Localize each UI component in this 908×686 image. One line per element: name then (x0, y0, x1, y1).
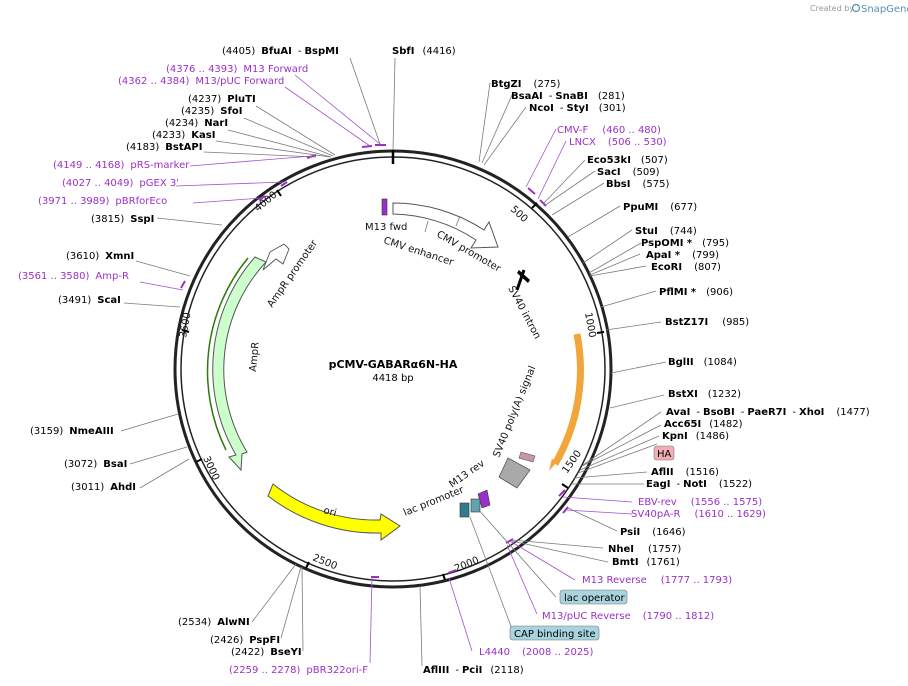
badge-ha[interactable]: HA (653, 445, 675, 461)
label-psii: PsiI(1646) (620, 527, 686, 538)
label-bsai: (3072)BsaI (64, 459, 127, 470)
feature-ampr-outline (206, 257, 249, 451)
plasmid-name: pCMV-GABARα6N-HA (329, 358, 458, 371)
credit-prefix: Created by (810, 4, 854, 13)
label-amp-r: (3561 .. 3580)Amp-R (18, 271, 129, 282)
label-pflmi: PflMI *(906) (659, 287, 733, 298)
feature-cmv-divider-2 (455, 215, 461, 227)
feature-cmv-divider (424, 220, 429, 233)
feature-m13-fwd-label: M13 fwd (365, 222, 407, 233)
leader-lines (120, 57, 667, 667)
label-apai: ApaI *(799) (646, 250, 719, 261)
svg-text:lac operator: lac operator (564, 593, 625, 604)
label-aflii: AflII(1516) (651, 467, 719, 478)
feature-ampr-promoter[interactable] (262, 243, 290, 271)
label-ahdi: (3011)AhdI (71, 482, 136, 493)
label-afliii-pcii: AflIII-PciI(2118) (423, 665, 524, 676)
feature-insert[interactable] (551, 333, 584, 466)
badge-cap-binding-site[interactable]: CAP binding site (509, 625, 600, 641)
label-lncx: LNCX(506 .. 530) (569, 137, 667, 148)
label-pspomi: PspOMI *(795) (641, 238, 729, 249)
tick-1000: 1000 (582, 312, 597, 339)
label-ppumi: PpuMI(677) (623, 202, 697, 213)
credit-brand: SnapGene (861, 4, 908, 15)
feature-ori-label: ori (322, 505, 337, 519)
label-acc65i: Acc65I(1482) (664, 419, 743, 430)
label-sfoi: (4235)SfoI (181, 106, 242, 117)
label-bstapi: (4183)BstAPI (126, 142, 202, 153)
tick-500: 500 (508, 204, 530, 225)
label-bbsi: BbsI(575) (606, 179, 669, 190)
badge-lac-operator[interactable]: lac operator (559, 589, 628, 605)
label-sbfi: SbfI(4416) (392, 46, 456, 57)
feature-sv40-polya-label: SV40 poly(A) signal (492, 364, 539, 459)
feature-ampr-promoter-label: AmpR promoter (265, 238, 320, 310)
label-pbrforeco: (3971 .. 3989)pBRforEco (38, 196, 167, 207)
label-pbr322ori-f: (2259 .. 2278)pBR322ori-F (229, 665, 368, 676)
svg-text:HA: HA (657, 449, 672, 460)
label-sspi: (3815)SspI (91, 214, 154, 225)
label-kasi: (4233)KasI (152, 130, 215, 141)
svg-text:CAP binding site: CAP binding site (514, 629, 596, 640)
feature-m13-rev[interactable] (477, 489, 491, 509)
feature-ori[interactable] (267, 483, 401, 541)
label-l4440: L4440(2008 .. 2025) (479, 647, 594, 658)
feature-m13-fwd[interactable] (381, 198, 388, 216)
label-alwni: (2534)AlwNI (178, 617, 250, 628)
feature-sv40-intron-bar (515, 269, 526, 291)
label-nhei: NheI(1757) (608, 544, 681, 555)
label-bfuai-bspmi: (4405)BfuAI-BspMI (222, 46, 339, 57)
label-ecori: EcoRI(807) (651, 262, 721, 273)
feature-ampr-label: AmpR (248, 341, 262, 372)
feature-lac-operator[interactable] (470, 498, 481, 513)
label-bsaai-snabi: BsaAI-SnaBI(281) (511, 91, 625, 102)
label-m13-puc-reverse: M13/pUC Reverse(1790 .. 1812) (542, 611, 714, 622)
feature-insert-arrowhead (549, 458, 555, 471)
label-ncoi-styi: NcoI-StyI(301) (529, 103, 626, 114)
feature-ampr[interactable] (212, 256, 267, 472)
label-m13-forward: (4376 .. 4393)M13 Forward (166, 64, 308, 75)
label-stui: StuI(744) (635, 226, 697, 237)
label-eco53ki: Eco53kI(507) (587, 155, 668, 166)
label-scai: (3491)ScaI (58, 295, 121, 306)
feature-cmv-arrow[interactable] (392, 202, 499, 249)
label-avai-xhoi: AvaI-BsoBI-PaeR7I-XhoI(1477) (666, 407, 870, 418)
feature-m13-rev-label: M13 rev (447, 458, 487, 490)
label-pluti: (4237)PluTI (188, 94, 256, 105)
feature-lac-promoter[interactable] (459, 502, 470, 518)
feature-sv40-polya[interactable] (498, 457, 531, 489)
label-m13-puc-forward: (4362 .. 4384)M13/pUC Forward (118, 76, 284, 87)
label-bglii: BglII(1084) (668, 357, 737, 368)
label-bstxi: BstXI(1232) (668, 389, 741, 400)
plasmid-size: 4418 bp (372, 373, 413, 384)
label-bstz17i: BstZ17I(985) (665, 317, 749, 328)
label-nmeaiii: (3159)NmeAIII (30, 426, 114, 437)
label-eagi-noti: EagI-NotI(1522) (646, 479, 752, 490)
label-prs-marker: (4149 .. 4168)pRS-marker (53, 160, 190, 171)
snapgene-logo-icon (851, 3, 861, 13)
label-bmti: BmtI(1761) (612, 557, 680, 568)
label-cmv-f: CMV-F(460 .. 480) (557, 125, 661, 136)
feature-sv40-intron-label: SV40 intron (505, 284, 542, 341)
label-xmni: (3610)XmnI (66, 251, 134, 262)
label-sv40pa-r: SV40pA-R(1610 .. 1629) (631, 509, 766, 520)
feature-ha[interactable] (518, 451, 536, 463)
feature-sv40-intron[interactable] (517, 270, 530, 283)
label-m13-reverse: M13 Reverse(1777 .. 1793) (582, 575, 732, 586)
label-pspfi: (2426)PspFI (210, 635, 280, 646)
label-saci: SacI(509) (597, 167, 660, 178)
label-ebv-rev: EBV-rev(1556 .. 1575) (638, 497, 762, 508)
feature-lac-promoter-label: lac promoter (402, 484, 466, 519)
label-kpni: KpnI(1486) (662, 431, 729, 442)
scale-ticks (181, 189, 605, 581)
label-pgex3: (4027 .. 4049)pGEX 3' (62, 178, 179, 189)
label-nari: (4234)NarI (165, 118, 228, 129)
tick-3500: 3500 (178, 312, 193, 339)
label-btgzi: BtgZI(275) (491, 79, 561, 90)
label-bseyi: (2422)BseYI (231, 647, 302, 658)
